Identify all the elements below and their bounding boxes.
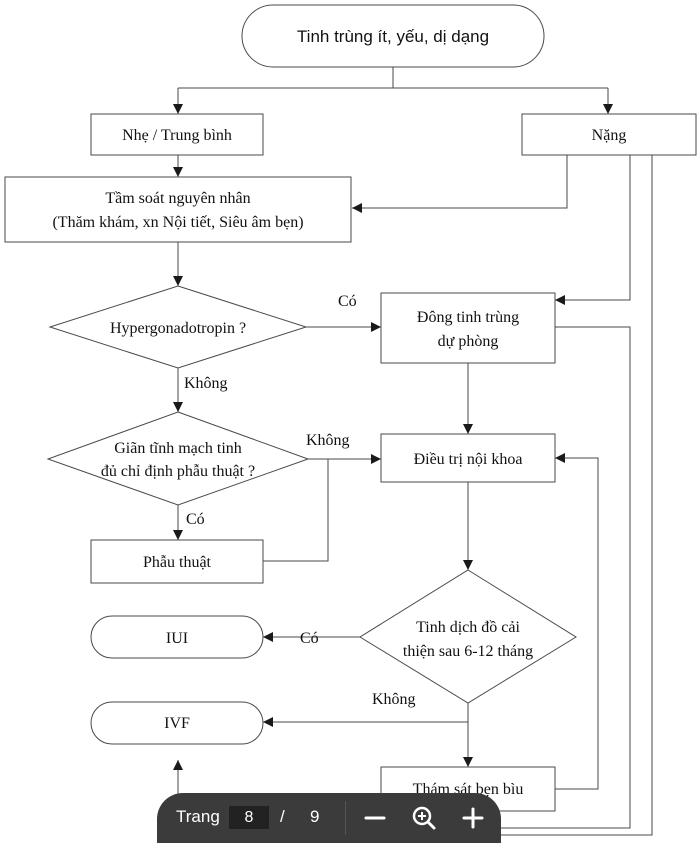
label-hyper-yes: Có <box>338 293 357 310</box>
node-iui-label: IUI <box>166 630 188 647</box>
node-severe-label: Nặng <box>592 127 627 144</box>
node-severe: Nặng <box>521 113 697 156</box>
edge-severe-screen <box>352 155 568 213</box>
edge-severe-freeze <box>555 155 631 305</box>
node-ivf: IVF <box>90 701 264 745</box>
node-hypergonadotropin: Hypergonadotropin ? <box>48 285 308 369</box>
zoom-fit-button[interactable] <box>408 802 440 834</box>
node-start: Tinh trùng ít, yếu, dị dạng <box>241 4 545 68</box>
node-varicocele-line2: đủ chỉ định phẫu thuật ? <box>101 463 255 480</box>
toolbar-divider <box>345 801 346 835</box>
node-semen-analysis-line1: Tinh dịch đồ cải <box>416 619 520 636</box>
node-ivf-label: IVF <box>164 715 190 732</box>
node-screening: Tầm soát nguyên nhân (Thăm khám, xn Nội … <box>4 176 352 243</box>
node-start-label: Tinh trùng ít, yếu, dị dạng <box>297 27 489 46</box>
node-surgery: Phẫu thuật <box>90 539 264 584</box>
zoom-out-button[interactable] <box>359 802 391 834</box>
page-separator: / <box>280 807 285 826</box>
node-semen-analysis-line2: thiện sau 6-12 tháng <box>403 643 533 660</box>
node-iui: IUI <box>90 615 264 659</box>
label-varico-yes: Có <box>186 511 205 528</box>
node-screening-line1: Tầm soát nguyên nhân <box>105 190 250 207</box>
label-varico-no: Không <box>306 432 350 449</box>
node-hypergonadotropin-label: Hypergonadotropin ? <box>110 320 246 337</box>
page-toolbar: Trang / 9 <box>157 793 501 843</box>
page-number-input[interactable] <box>229 806 269 829</box>
minus-icon <box>364 816 386 820</box>
zoom-in-button[interactable] <box>457 802 489 834</box>
plus-icon <box>462 807 484 829</box>
node-medical-treatment: Điều trị nội khoa <box>380 433 556 483</box>
edge-surgery-medical <box>263 459 329 562</box>
node-varicocele-line1: Giãn tĩnh mạch tinh <box>114 440 242 457</box>
magnifier-icon <box>412 806 436 830</box>
node-mild-label: Nhẹ / Trung bình <box>122 127 232 144</box>
edge-start-split <box>178 67 608 89</box>
label-sperm-no: Không <box>372 691 416 708</box>
edge-monitor-medical <box>555 453 599 790</box>
edge-labels: Có Không Không Có Có Không <box>184 293 416 708</box>
edge-sperm-ivf <box>263 703 469 727</box>
page-label: Trang <box>176 807 220 826</box>
node-varicocele: Giãn tĩnh mạch tinh đủ chỉ định phẫu thu… <box>46 411 310 506</box>
node-medical-treatment-label: Điều trị nội khoa <box>414 451 523 468</box>
node-semen-analysis: Tinh dịch đồ cải thiện sau 6-12 tháng <box>359 569 577 704</box>
node-sperm-freezing-line1: Đông tinh trùng <box>417 309 519 326</box>
node-sperm-freezing: Đông tinh trùng dự phòng <box>380 292 556 364</box>
label-hyper-no: Không <box>184 375 228 392</box>
node-screening-line2: (Thăm khám, xn Nội tiết, Siêu âm bẹn) <box>52 214 303 231</box>
connectors <box>173 67 653 836</box>
node-surgery-label: Phẫu thuật <box>143 554 212 571</box>
label-sperm-yes: Có <box>300 630 319 647</box>
node-mild: Nhẹ / Trung bình <box>90 113 264 156</box>
total-pages: 9 <box>310 807 320 826</box>
node-sperm-freezing-line2: dự phòng <box>438 333 499 350</box>
